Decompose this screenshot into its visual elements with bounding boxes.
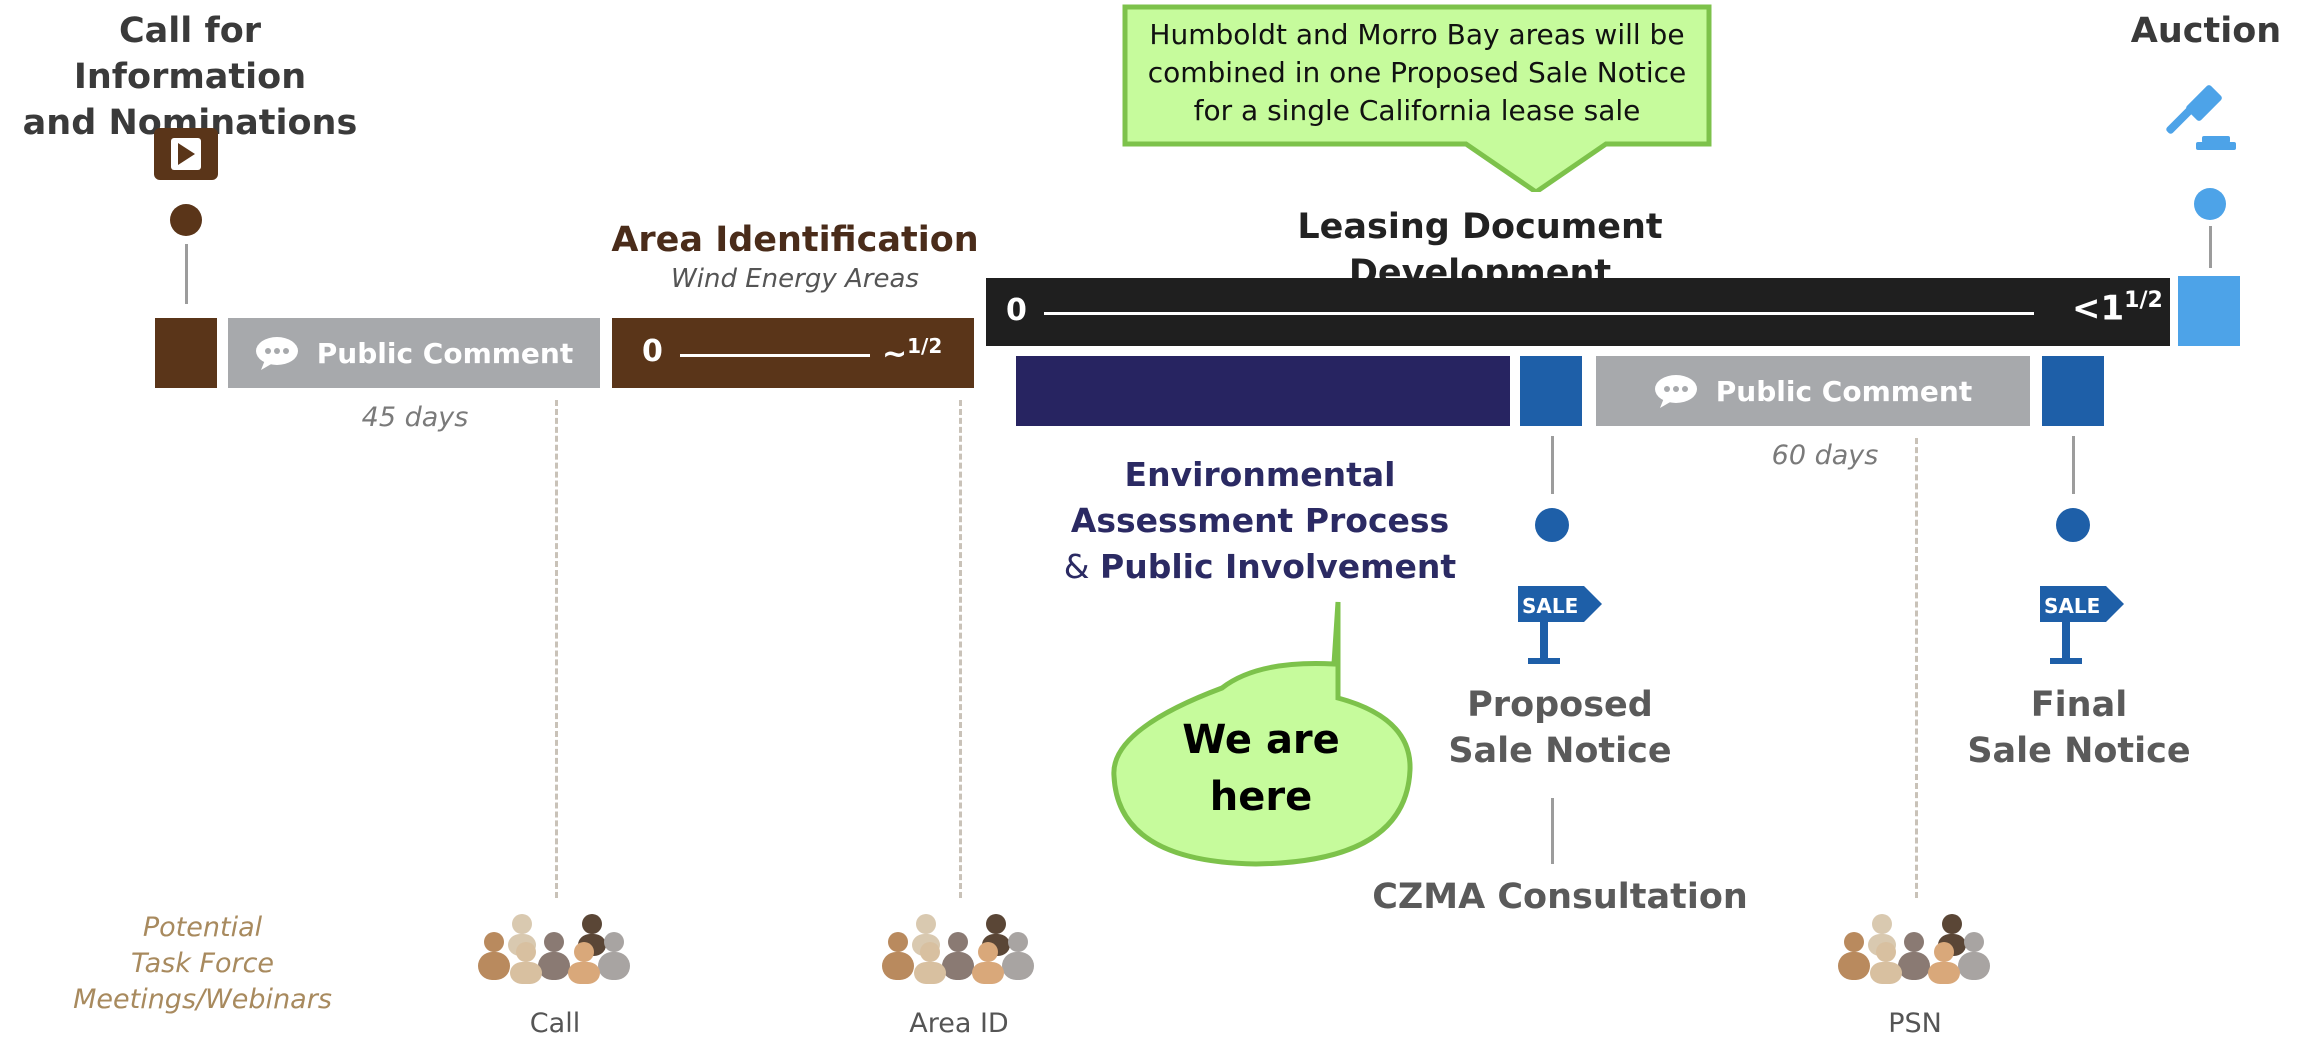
area-id-dashed-guide <box>959 400 962 898</box>
meeting-area-id-label: Area ID <box>909 1008 1009 1039</box>
psn-connector-bottom <box>1551 798 1554 864</box>
meeting-call-label: Call <box>529 1008 581 1039</box>
comment-bubble-icon <box>1654 374 1698 408</box>
auction-block <box>2178 276 2240 346</box>
sale-sign-text: SALE <box>2044 594 2100 618</box>
leasing-bar-start: 0 <box>1006 293 1027 328</box>
area-identification-bar: 0 ~1/2 <box>612 318 974 388</box>
area-bar-start: 0 <box>642 334 663 369</box>
public-comment-label-1: Public Comment <box>316 336 574 370</box>
public-comment-bar-45: Public Comment <box>228 318 600 388</box>
play-icon <box>154 128 218 180</box>
we-are-here-callout: We are here <box>1106 600 1418 870</box>
public-comment-duration-60: 60 days <box>1771 440 1879 471</box>
psn-dot <box>1535 508 1569 542</box>
environmental-line-3: & Public Involvement <box>1063 547 1457 586</box>
czma-consultation-label: CZMA Consultation <box>1372 877 1748 917</box>
call-connector <box>185 244 188 304</box>
final-sale-notice-block <box>2042 356 2104 426</box>
call-for-information-title: Call for Information and Nominations <box>22 11 358 143</box>
meeting-psn-label: PSN <box>1888 1008 1942 1039</box>
area-identification-title: Area Identification <box>611 220 979 260</box>
psn-dashed-guide <box>1915 438 1918 898</box>
environmental-line-1: Environmental <box>1124 455 1396 494</box>
sale-sign-text: SALE <box>1522 594 1578 618</box>
leasing-bar-end: <11/2 <box>2072 288 2163 329</box>
call-start-block <box>155 318 217 388</box>
leasing-document-bar: 0 <11/2 <box>986 278 2170 346</box>
call-dot <box>170 204 202 236</box>
auction-connector <box>2209 226 2212 268</box>
comment-bubble-icon <box>255 336 299 370</box>
wind-energy-areas-subtitle: Wind Energy Areas <box>671 264 919 294</box>
auction-dot <box>2194 188 2226 220</box>
public-comment-label-2: Public Comment <box>1715 374 1973 408</box>
public-comment-duration-45: 45 days <box>361 402 469 433</box>
sale-sign-icon: SALE <box>1516 576 1608 666</box>
environmental-assessment-bar <box>1016 356 1510 426</box>
final-sale-notice-label: Final Sale Notice <box>1967 685 2191 771</box>
sale-sign-icon: SALE <box>2038 576 2130 666</box>
people-group-icon <box>878 912 1042 984</box>
area-bar-end: ~1/2 <box>882 334 943 372</box>
public-comment-bar-60: Public Comment <box>1596 356 2030 426</box>
proposed-sale-notice-block <box>1520 356 1582 426</box>
leasing-document-development-title: Leasing Document Development <box>1297 207 1663 293</box>
we-are-here-text: We are here <box>1182 717 1340 820</box>
environmental-assessment-text: Environmental Assessment Process & Publi… <box>1020 452 1500 590</box>
psn-connector-top <box>1551 436 1554 494</box>
area-bar-line <box>680 354 870 357</box>
auction-title: Auction <box>2130 11 2282 51</box>
environmental-line-2: Assessment Process <box>1070 501 1450 540</box>
fsn-dot <box>2056 508 2090 542</box>
proposed-sale-notice-label: Proposed Sale Notice <box>1448 685 1672 771</box>
proposed-sale-note-callout: Humboldt and Morro Bay areas will be com… <box>1122 4 1712 192</box>
call-dashed-guide <box>555 400 558 898</box>
people-group-icon <box>1834 912 1998 984</box>
fsn-connector-top <box>2072 436 2075 494</box>
task-force-meetings-label: Potential Task Force Meetings/Webinars <box>73 912 332 1015</box>
people-group-icon <box>474 912 638 984</box>
gavel-icon <box>2156 80 2242 156</box>
top-note-text: Humboldt and Morro Bay areas will be com… <box>1147 18 1687 127</box>
leasing-bar-line <box>1044 312 2034 315</box>
